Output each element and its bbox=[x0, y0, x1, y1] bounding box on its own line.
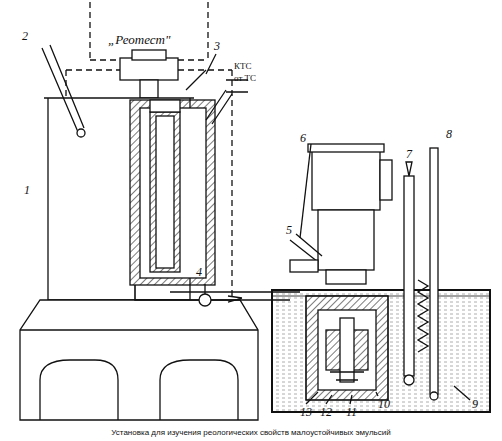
callout-number: 9 bbox=[472, 398, 478, 410]
callout-number: 2 bbox=[22, 30, 28, 42]
callout-number: 7 bbox=[406, 148, 412, 160]
callout-number: 3 bbox=[214, 40, 220, 52]
callout-number: 6 bbox=[300, 132, 306, 144]
callout-number: 11 bbox=[346, 406, 357, 418]
callout-number: 5 bbox=[286, 224, 292, 236]
callout-number: 4 bbox=[196, 266, 202, 278]
callout-number: 12 bbox=[320, 406, 332, 418]
callout-number: 13 bbox=[300, 406, 312, 418]
signal-name: КТС bbox=[234, 62, 252, 71]
figure-caption: Установка для изучения реологических сво… bbox=[0, 428, 502, 437]
device-name: „Реотест" bbox=[108, 32, 170, 47]
device-frame: „Реотест" bbox=[108, 30, 198, 48]
callout-number: 8 bbox=[446, 128, 452, 140]
callout-number: 10 bbox=[378, 398, 390, 410]
signal-name: от ТС bbox=[234, 74, 256, 83]
callout-number: 1 bbox=[24, 184, 30, 196]
